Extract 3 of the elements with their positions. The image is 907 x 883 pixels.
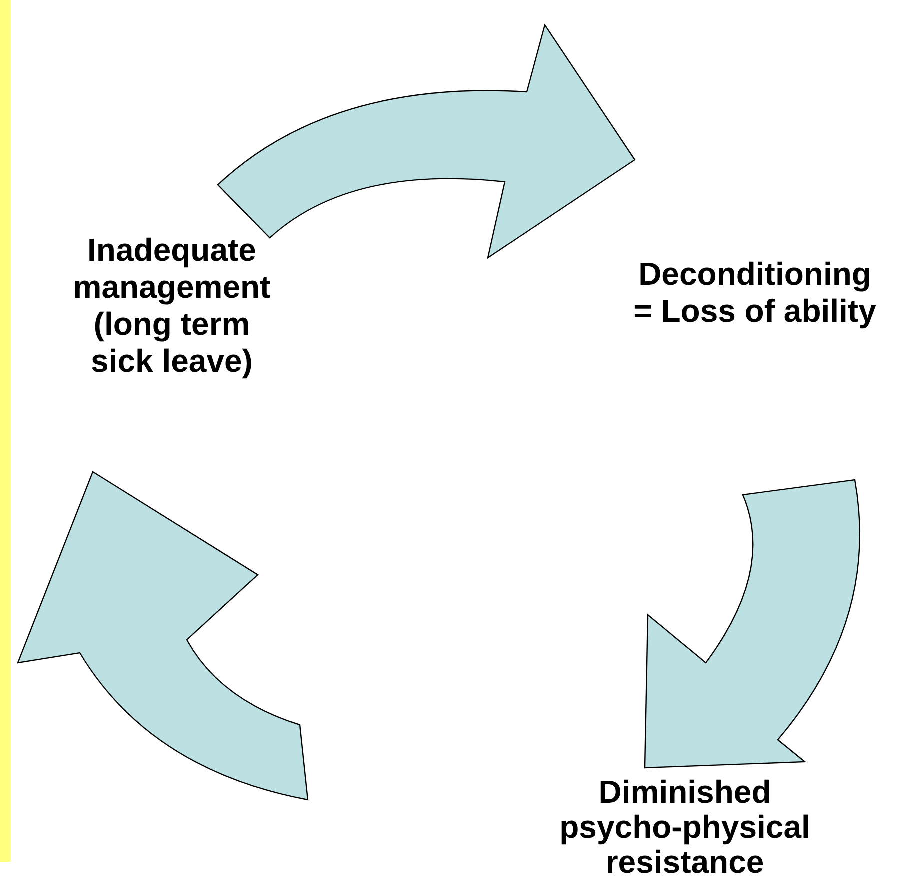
- cycle-label: Inadequate management (long term sick leave): [72, 232, 272, 380]
- cycle-label: Deconditioning = Loss of ability: [632, 256, 878, 330]
- cycle-label: Diminished psycho-physical resistance: [558, 775, 812, 880]
